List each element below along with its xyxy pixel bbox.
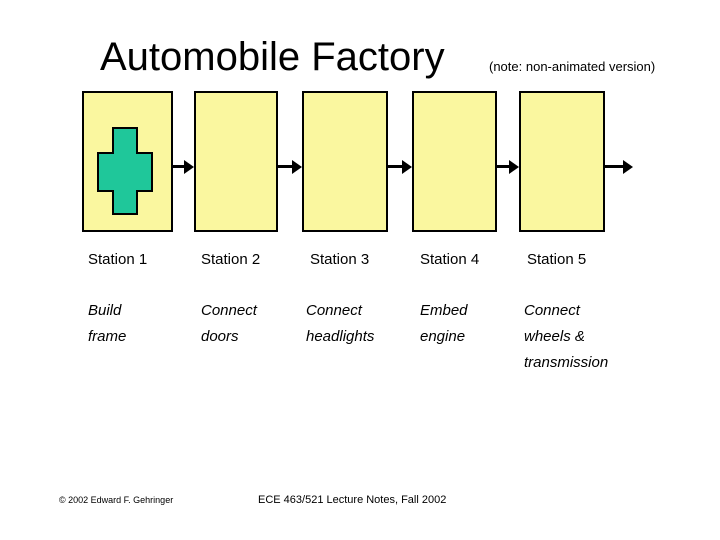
station-task-1: Build frame: [88, 298, 126, 350]
station-task-line: Connect: [201, 302, 257, 319]
flow-arrow-4: [497, 160, 519, 174]
station-label-1: Station 1: [88, 251, 148, 268]
station-box-3[interactable]: [302, 91, 388, 232]
footer-copyright: © 2002 Edward F. Gehringer: [59, 495, 174, 505]
slide-footer: © 2002 Edward F. Gehringer ECE 463/521 L…: [0, 493, 720, 513]
station-task-5: Connect wheels & transmission: [524, 298, 608, 376]
arrow-shaft: [388, 165, 403, 168]
flow-arrow-5: [605, 160, 633, 174]
station-task-line: Connect: [306, 302, 362, 319]
arrow-head-icon: [402, 160, 412, 174]
station-label-3: Station 3: [310, 251, 370, 268]
arrow-head-icon: [509, 160, 519, 174]
flow-arrow-2: [278, 160, 302, 174]
station-task-line: frame: [88, 328, 127, 345]
arrow-shaft: [605, 165, 624, 168]
station-box-4[interactable]: [412, 91, 497, 232]
arrow-head-icon: [623, 160, 633, 174]
station-box-5[interactable]: [519, 91, 605, 232]
station-task-line: transmission: [524, 354, 609, 371]
car-frame-joint-patch-horizontal: [112, 154, 138, 190]
car-frame-shape: [97, 127, 153, 215]
arrow-head-icon: [184, 160, 194, 174]
arrow-shaft: [278, 165, 293, 168]
station-task-line: Embed: [420, 302, 468, 319]
station-task-line: wheels &: [524, 328, 585, 345]
station-label-2: Station 2: [201, 251, 261, 268]
station-task-3: Connect headlights: [306, 298, 374, 350]
arrow-shaft: [497, 165, 510, 168]
station-task-line: Build: [88, 302, 122, 319]
page-title-note: (note: non-animated version): [489, 59, 656, 74]
station-box-2[interactable]: [194, 91, 278, 232]
arrow-shaft: [173, 165, 185, 168]
station-task-2: Connect doors: [201, 298, 257, 350]
station-label-4: Station 4: [420, 251, 480, 268]
arrow-head-icon: [292, 160, 302, 174]
footer-course-info: ECE 463/521 Lecture Notes, Fall 2002: [258, 494, 447, 506]
station-task-line: doors: [201, 328, 239, 345]
flow-arrow-3: [388, 160, 412, 174]
station-label-5: Station 5: [527, 251, 587, 268]
slide-title-row: Automobile Factory (note: non-animated v…: [0, 32, 720, 84]
station-task-4: Embed engine: [420, 298, 468, 350]
flow-arrow-1: [173, 160, 194, 174]
station-task-line: headlights: [306, 328, 375, 345]
page-title: Automobile Factory: [100, 35, 445, 79]
station-task-line: Connect: [524, 302, 580, 319]
station-task-line: engine: [420, 328, 466, 345]
